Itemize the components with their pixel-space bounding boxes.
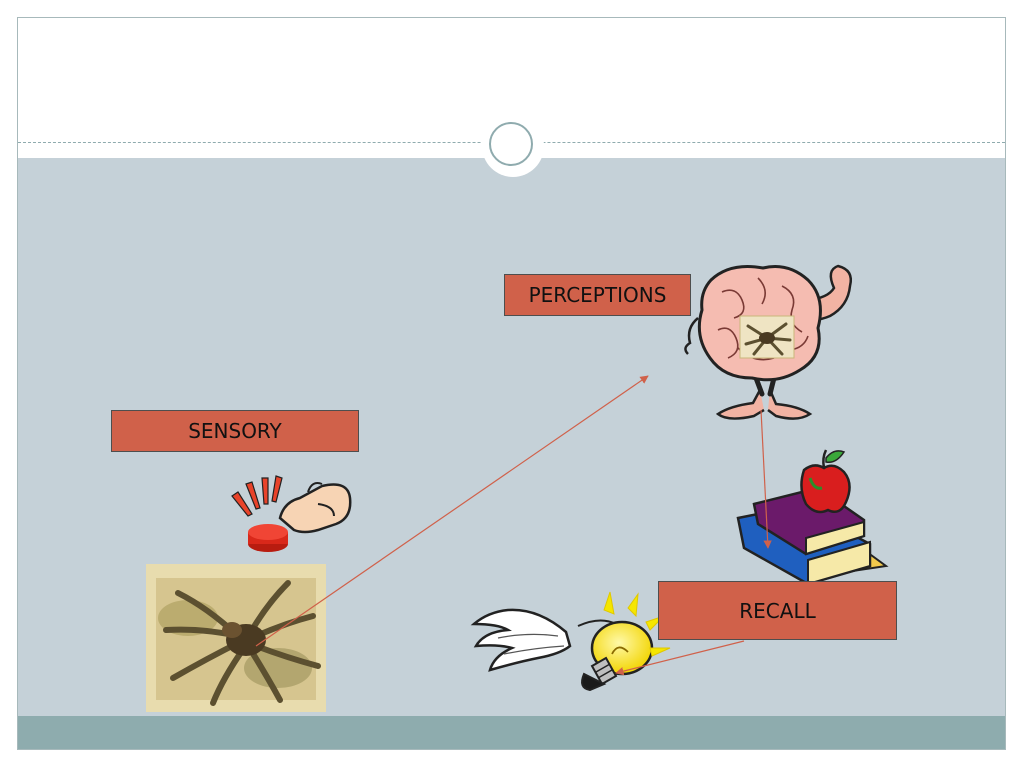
footer-band [18,716,1005,749]
button-press-hand [231,475,352,552]
label-sensory: SENSORY [111,410,359,452]
arrow-sensory-to-perceptions [255,375,649,647]
arrow-perceptions-to-recall [760,409,772,549]
diagram-artwork [146,264,889,712]
muscular-brain [684,264,852,420]
slide: SENSORY PERCEPTIONS RECALL [17,17,1006,750]
winged-lightbulb [470,591,671,692]
flow-arrows [255,375,772,676]
label-recall: RECALL [658,581,897,640]
label-perceptions: PERCEPTIONS [504,274,691,316]
spider-photo [146,564,326,712]
circle-ornament-ring [489,122,533,166]
arrow-recall-to-lightbulb [615,640,745,676]
books-with-apple [736,449,889,586]
